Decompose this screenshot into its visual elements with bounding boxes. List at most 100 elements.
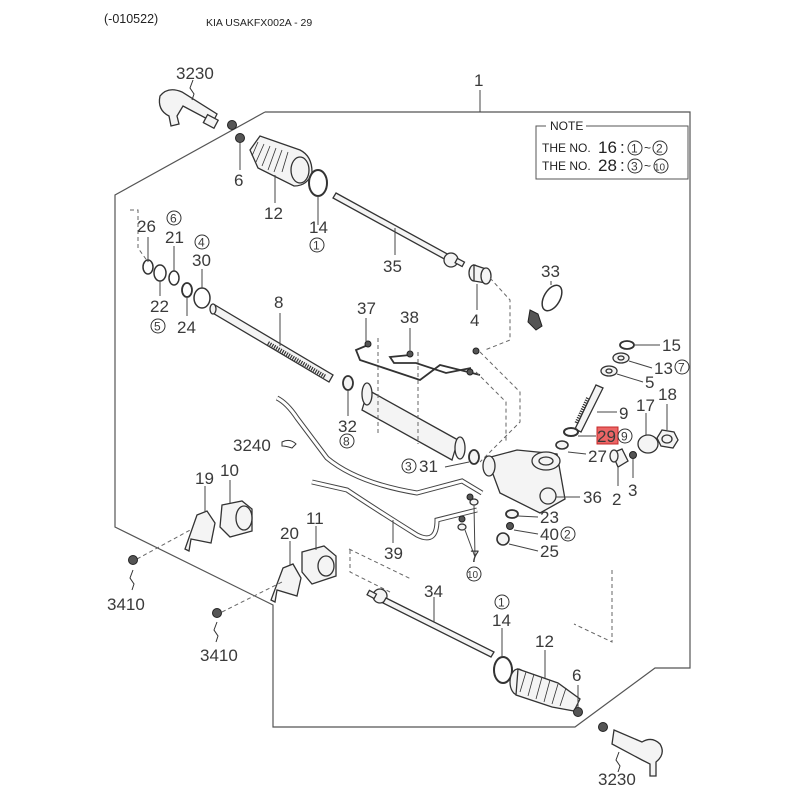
label-3: 3 xyxy=(628,481,637,500)
label-13: 13 xyxy=(654,359,673,378)
label-37: 37 xyxy=(357,299,376,318)
part-25 xyxy=(496,532,510,546)
bushing-11 xyxy=(301,545,337,585)
part-27 xyxy=(555,440,569,450)
note-line1-tilde: ~ xyxy=(644,141,651,155)
label-4: 4 xyxy=(470,311,479,330)
label-35: 35 xyxy=(383,257,402,276)
note-line1-from: 1 xyxy=(631,142,638,156)
label-34: 34 xyxy=(424,582,443,601)
steering-rack-8 xyxy=(209,303,334,383)
part-7a xyxy=(469,498,479,506)
label-19: 19 xyxy=(195,469,214,488)
label-5: 5 xyxy=(645,373,654,392)
label-25: 25 xyxy=(540,542,559,561)
label-12-bottom: 12 xyxy=(535,632,554,651)
part-32 xyxy=(342,375,354,391)
label-17: 17 xyxy=(636,396,655,415)
pinion-shaft-9 xyxy=(574,384,604,433)
label-38: 38 xyxy=(400,308,419,327)
part-22 xyxy=(153,264,167,282)
circled-29: 9 xyxy=(621,430,628,444)
label-29: 29 xyxy=(597,427,616,446)
label-2: 2 xyxy=(612,490,621,509)
circled-13: 7 xyxy=(678,361,685,375)
label-22: 22 xyxy=(150,297,169,316)
label-39: 39 xyxy=(384,544,403,563)
label-32: 32 xyxy=(338,417,357,436)
label-30: 30 xyxy=(192,251,211,270)
pipe-38 xyxy=(388,350,474,376)
label-23: 23 xyxy=(540,508,559,527)
header-catalog-ref: KIA USAKFX002A - 29 xyxy=(206,17,313,29)
circled-30: 4 xyxy=(198,236,205,250)
pressure-pipe-39 xyxy=(311,479,478,541)
part-30 xyxy=(193,287,211,309)
part-21 xyxy=(168,270,180,286)
note-line2-number: 28 xyxy=(598,156,617,175)
bellows-boot-top xyxy=(249,135,313,187)
return-hose xyxy=(275,395,484,501)
note-line2-tilde: ~ xyxy=(644,159,651,173)
note-line2-from: 3 xyxy=(631,160,638,174)
label-8: 8 xyxy=(274,293,283,312)
label-33: 33 xyxy=(541,262,560,281)
circled-40: 2 xyxy=(564,528,571,542)
label-20: 20 xyxy=(280,524,299,543)
assembly-frame xyxy=(114,111,691,728)
part-14-top xyxy=(308,169,328,197)
part-26 xyxy=(142,259,154,275)
label-6-bottom: 6 xyxy=(572,666,581,685)
bellows-boot-bottom xyxy=(509,668,581,712)
gear-housing-36 xyxy=(482,449,566,514)
lock-nut-18 xyxy=(656,429,679,449)
part-6-bottom xyxy=(573,707,583,717)
circled-32: 8 xyxy=(343,435,350,449)
clamp-33 xyxy=(527,284,563,331)
inner-tie-rod-top xyxy=(332,192,466,268)
part-5 xyxy=(600,365,618,377)
label-9: 9 xyxy=(619,404,628,423)
part-7b xyxy=(457,523,467,531)
pipe-37 xyxy=(354,340,481,382)
cylinder-tube xyxy=(361,382,466,461)
note-line2-to: 10 xyxy=(654,163,666,174)
label-10: 10 xyxy=(220,461,239,480)
note-line1-sep: : xyxy=(620,138,625,157)
nut-3410-left xyxy=(128,555,138,565)
note-line1-prefix: THE NO. xyxy=(542,141,591,155)
label-26: 26 xyxy=(137,217,156,236)
note-line1-number: 16 xyxy=(598,138,617,157)
label-21: 21 xyxy=(165,228,184,247)
circled-22: 5 xyxy=(154,320,161,334)
note-line2-sep: : xyxy=(620,156,625,175)
tie-rod-end-top xyxy=(158,79,237,130)
label-3240: 3240 xyxy=(233,436,271,455)
note-box: NOTE THE NO. 16 : 1 ~ 2 THE NO. 28 : 3 ~… xyxy=(535,119,689,180)
part-40 xyxy=(506,522,514,530)
circled-14-top: 1 xyxy=(313,239,320,253)
note-line2-prefix: THE NO. xyxy=(542,159,591,173)
part-23 xyxy=(505,509,519,519)
circled-7: 10 xyxy=(467,570,479,581)
part-6-top xyxy=(235,133,245,143)
circled-14-bottom: 1 xyxy=(498,596,505,610)
bracket-20 xyxy=(270,563,302,603)
label-7: 7 xyxy=(470,547,479,566)
label-11: 11 xyxy=(306,509,324,528)
hose-clip-3240 xyxy=(281,439,297,449)
bushing-10 xyxy=(219,500,253,538)
inner-tie-rod-bottom xyxy=(366,588,495,658)
circled-21: 6 xyxy=(170,212,177,226)
label-18: 18 xyxy=(658,385,677,404)
label-24: 24 xyxy=(177,318,196,337)
bracket-19 xyxy=(184,510,216,552)
label-6-top: 6 xyxy=(234,171,243,190)
label-3410-left: 3410 xyxy=(107,595,145,614)
label-15: 15 xyxy=(662,336,681,355)
part-13 xyxy=(612,352,630,364)
label-14-bottom: 14 xyxy=(492,611,511,630)
label-40: 40 xyxy=(540,525,559,544)
label-1: 1 xyxy=(474,71,483,90)
